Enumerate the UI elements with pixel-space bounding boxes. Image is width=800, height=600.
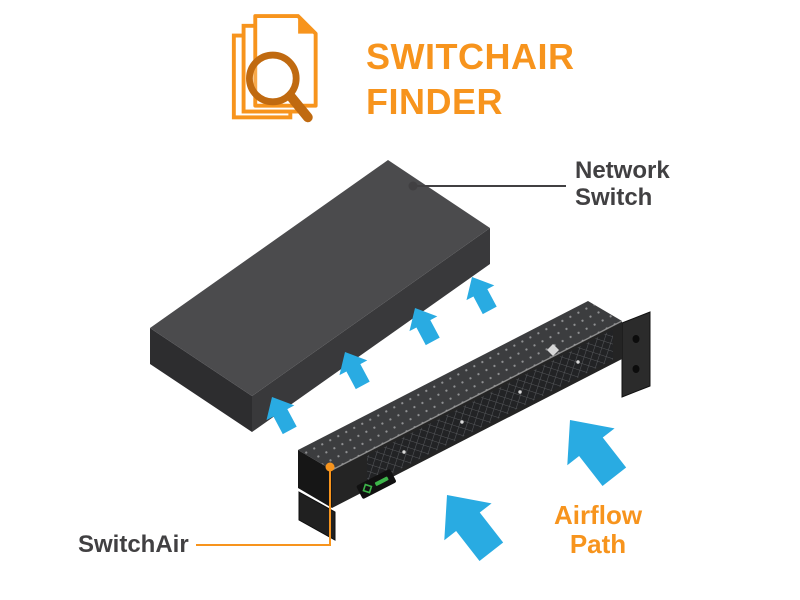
logo-title-line1: SWITCHAIR <box>366 36 575 77</box>
switchair-leader-line <box>196 462 335 546</box>
airflow-path-label: Airflow Path <box>537 501 659 559</box>
network-switch-label-line1: Network <box>575 157 670 184</box>
diamond-logo-mark <box>547 344 559 356</box>
document-search-icon <box>231 14 318 123</box>
left-mounting-flange <box>298 491 336 541</box>
airflow-arrow-large-1 <box>444 495 504 561</box>
airflow-arrow-small-4 <box>466 277 497 315</box>
switchair-illustration <box>298 301 651 541</box>
airflow-small-arrows <box>266 277 497 435</box>
airflow-arrow-small-1 <box>266 397 297 435</box>
magnifier-lens <box>246 51 300 106</box>
airflow-large-arrows <box>444 420 627 561</box>
mesh-grille <box>367 329 613 486</box>
network-switch-label-line2: Switch <box>575 184 653 211</box>
airflow-arrow-small-3 <box>409 308 440 346</box>
airflow-path-label-line2: Path <box>569 529 627 559</box>
airflow-arrow-large-2 <box>567 420 627 486</box>
network-switch-leader-line <box>408 181 566 191</box>
airflow-path-label-line1: Airflow <box>553 500 643 530</box>
logo-title-line2: FINDER <box>366 81 503 122</box>
airflow-arrow-small-2 <box>339 352 370 390</box>
network-switch-illustration <box>150 160 490 432</box>
network-switch-label: Network Switch <box>575 157 670 211</box>
switchair-label: SwitchAir <box>78 531 189 558</box>
magnifier-handle <box>285 91 313 123</box>
left-end-cap <box>298 450 332 508</box>
logo-title: SWITCHAIR FINDER <box>366 34 574 124</box>
brand-badge <box>356 469 396 499</box>
right-mounting-ear <box>621 311 651 398</box>
logo-header: SWITCHAIR FINDER <box>228 14 574 136</box>
